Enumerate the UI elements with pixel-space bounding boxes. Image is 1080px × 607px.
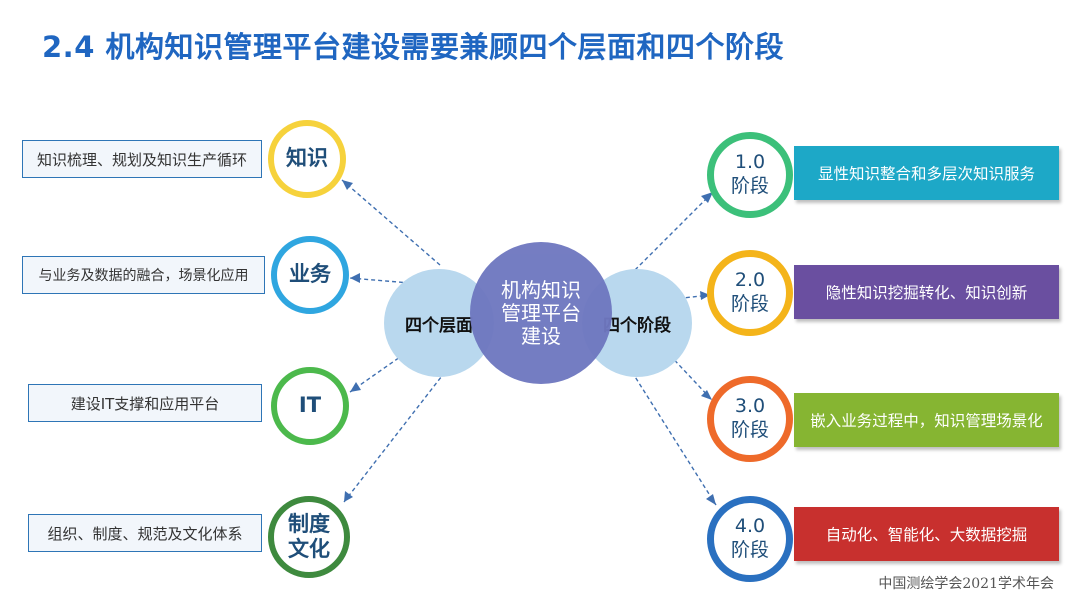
stage-ring-2: 2.0阶段: [707, 250, 793, 336]
level-desc-knowledge: 知识梳理、规划及知识生产循环: [22, 140, 262, 178]
right-hub-label: 四个阶段: [603, 315, 671, 336]
center-hub-label: 机构知识管理平台建设: [501, 277, 581, 348]
left-hub-label: 四个层面: [405, 315, 473, 336]
connector-stage3: [664, 349, 713, 401]
level-ring-knowledge: 知识: [268, 120, 346, 198]
footer-conference: 中国测绘学会2021学术年会: [878, 576, 1054, 592]
stage-desc-1: 显性知识整合和多层次知识服务: [794, 146, 1059, 200]
stage-desc-4: 自动化、智能化、大数据挖掘: [794, 507, 1059, 561]
connector-stage4: [631, 371, 717, 506]
page-title: 2.4 机构知识管理平台建设需要兼顾四个层面和四个阶段: [42, 30, 784, 64]
connector-stage1: [634, 191, 714, 271]
level-desc-it: 建设IT支撑和应用平台: [28, 384, 262, 422]
stage-ring-4: 4.0阶段: [707, 496, 793, 582]
level-ring-it: IT: [271, 367, 349, 445]
connector-culture: [343, 371, 446, 503]
stage-ring-1: 1.0阶段: [707, 132, 793, 218]
stage-desc-2: 隐性知识挖掘转化、知识创新: [794, 265, 1059, 319]
level-ring-business: 业务: [271, 236, 349, 314]
connector-it: [349, 349, 411, 393]
level-ring-culture: 制度文化: [268, 496, 350, 578]
stage-desc-3: 嵌入业务过程中，知识管理场景化: [794, 393, 1059, 447]
connector-knowledge: [341, 179, 441, 266]
stage-ring-3: 3.0阶段: [707, 376, 793, 462]
level-desc-culture: 组织、制度、规范及文化体系: [28, 514, 262, 552]
center-hub: 机构知识管理平台建设: [470, 242, 612, 384]
level-desc-business: 与业务及数据的融合，场景化应用: [22, 256, 265, 294]
